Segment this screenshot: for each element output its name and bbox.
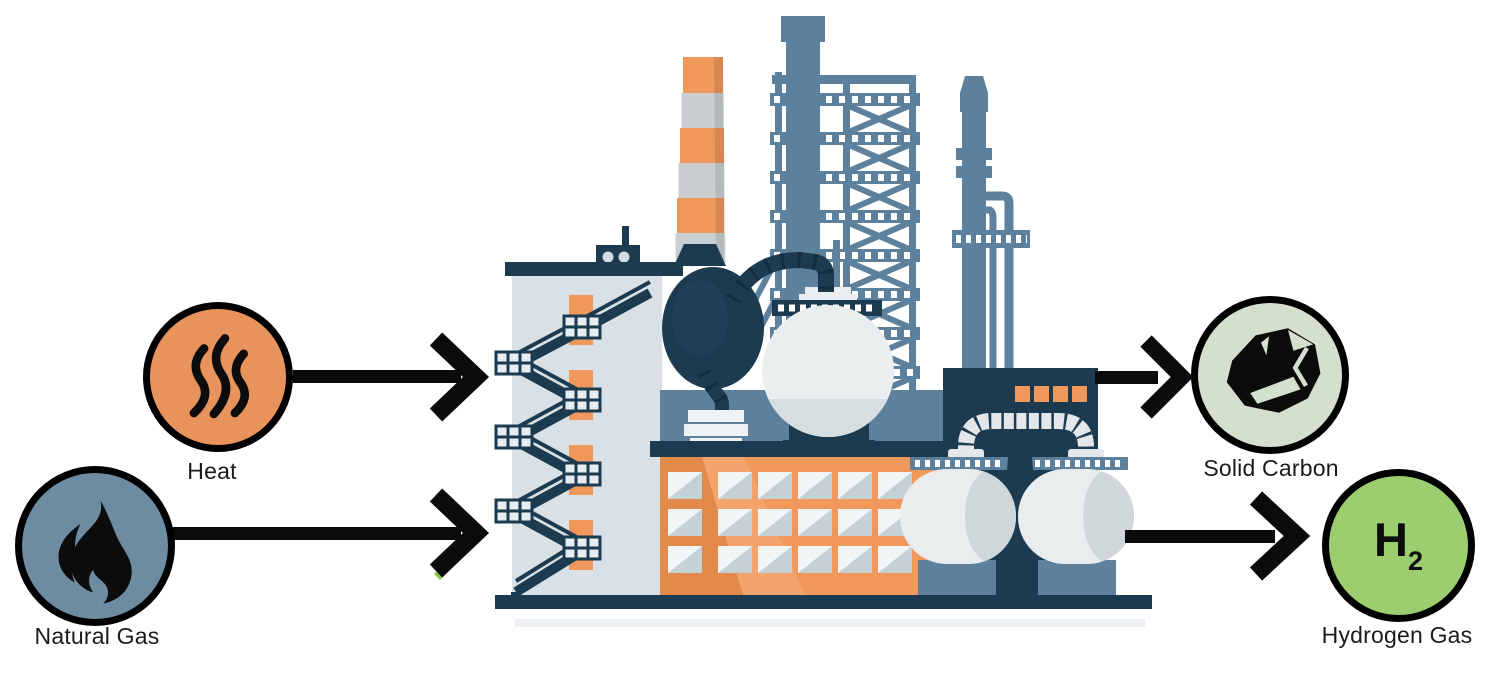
flame-icon [58,500,132,604]
h2-formula: H2 [1374,513,1423,576]
arrow-heat-to-plant [293,332,490,422]
arrow-plant-to-hydrogen [1125,491,1311,581]
distillation-column [952,76,1030,370]
pipe-arch [948,413,1104,459]
arrow-plant-to-carbon [1095,335,1194,419]
solid-carbon-label: Solid Carbon [1203,455,1339,481]
chimney [675,57,726,266]
natural-gas-node [15,466,175,626]
main-building [494,226,683,599]
arrow-gas-to-plant [168,488,490,578]
deck-base [650,441,1017,457]
heat-node [143,302,293,452]
tank-platforms [910,457,1128,470]
solid-carbon-node [1191,296,1349,454]
natural-gas-label: Natural Gas [34,623,160,649]
ground [495,595,1152,627]
coal-icon [1226,328,1321,413]
storage-tanks [900,469,1134,598]
production-hall [660,452,1012,598]
heat-label: Heat [187,458,237,484]
hydrogen-gas-label: Hydrogen Gas [1321,622,1473,648]
reactor-sphere [662,244,834,448]
hall-windows [668,472,912,573]
hydrogen-node: H2 [1322,469,1475,622]
heat-waves-icon [189,334,250,419]
